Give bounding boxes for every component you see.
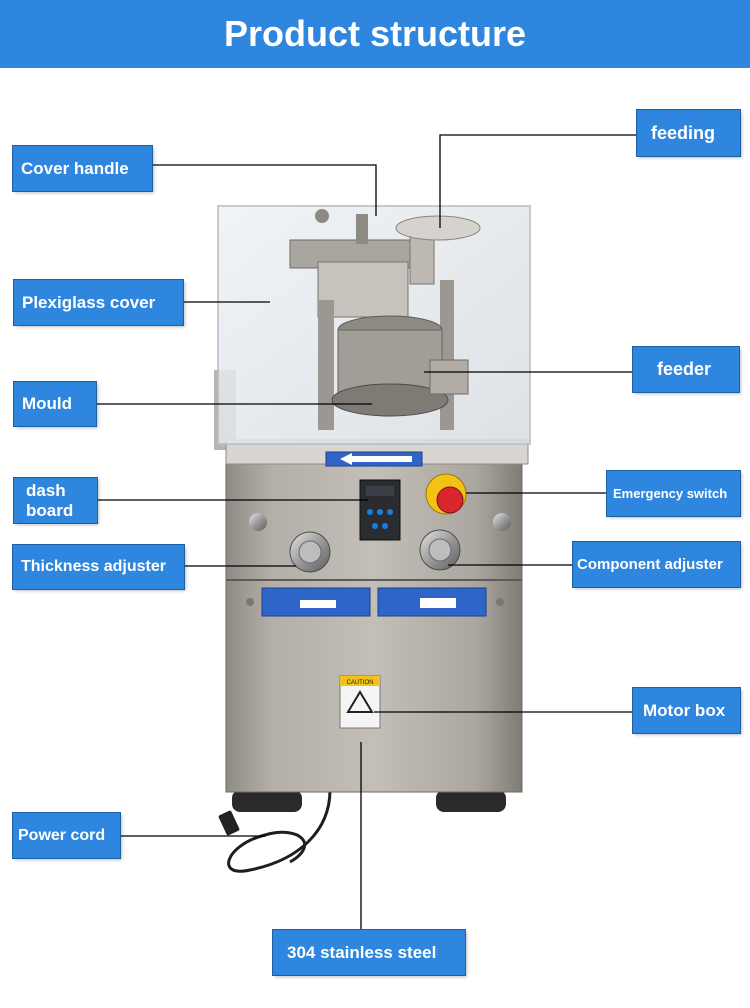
label-feeder: feeder	[633, 347, 739, 392]
label-dash-board-line1: dash	[26, 480, 66, 500]
machine-foot-left	[232, 790, 302, 812]
feed-hopper	[395, 215, 481, 241]
label-dash-board: dash board	[14, 478, 97, 523]
label-motor-box-text: Motor box	[643, 700, 726, 720]
feeder-block	[429, 359, 469, 395]
label-mould: Mould	[14, 382, 96, 426]
label-feeding-text: feeding	[651, 122, 716, 143]
title-banner: Product structure	[0, 0, 750, 68]
label-plexiglass-cover-text: Plexiglass cover	[22, 292, 156, 312]
label-plexiglass-cover: Plexiglass cover	[14, 280, 183, 325]
label-thickness-adjuster-text: Thickness adjuster	[21, 558, 166, 575]
caution-text: CAUTION	[347, 680, 374, 686]
emergency-switch-button	[436, 486, 464, 514]
label-cover-handle: Cover handle	[13, 146, 152, 191]
cover-handle	[356, 214, 368, 244]
machine-foot-right	[436, 790, 506, 812]
label-power-cord-text: Power cord	[18, 826, 106, 844]
label-feeding: feeding	[637, 110, 740, 156]
column-left	[318, 300, 334, 430]
label-feeder-text: feeder	[657, 359, 712, 379]
label-stainless-steel-text: 304 stainless steel	[287, 942, 437, 962]
label-mould-text: Mould	[22, 394, 73, 413]
label-cover-handle-text: Cover handle	[21, 158, 129, 178]
handle-knob	[315, 209, 329, 223]
power-plug	[218, 810, 240, 836]
line-cover-handle	[152, 164, 377, 216]
label-component-adjuster: Component adjuster	[573, 542, 740, 587]
power-cord	[227, 789, 332, 873]
label-component-adjuster-text: Component adjuster	[577, 556, 723, 573]
label-power-cord: Power cord	[13, 813, 120, 858]
label-stainless-steel: 304 stainless steel	[273, 930, 465, 975]
label-motor-box: Motor box	[633, 688, 740, 733]
callout-lines	[96, 134, 638, 930]
page-title: Product structure	[223, 13, 527, 54]
label-emergency-switch: Emergency switch	[607, 471, 740, 516]
line-feeding	[439, 134, 638, 228]
label-thickness-adjuster: Thickness adjuster	[13, 545, 184, 589]
label-emergency-switch-text: Emergency switch	[613, 486, 728, 501]
label-dash-board-line2: board	[26, 500, 74, 520]
mould-turret	[331, 383, 449, 417]
